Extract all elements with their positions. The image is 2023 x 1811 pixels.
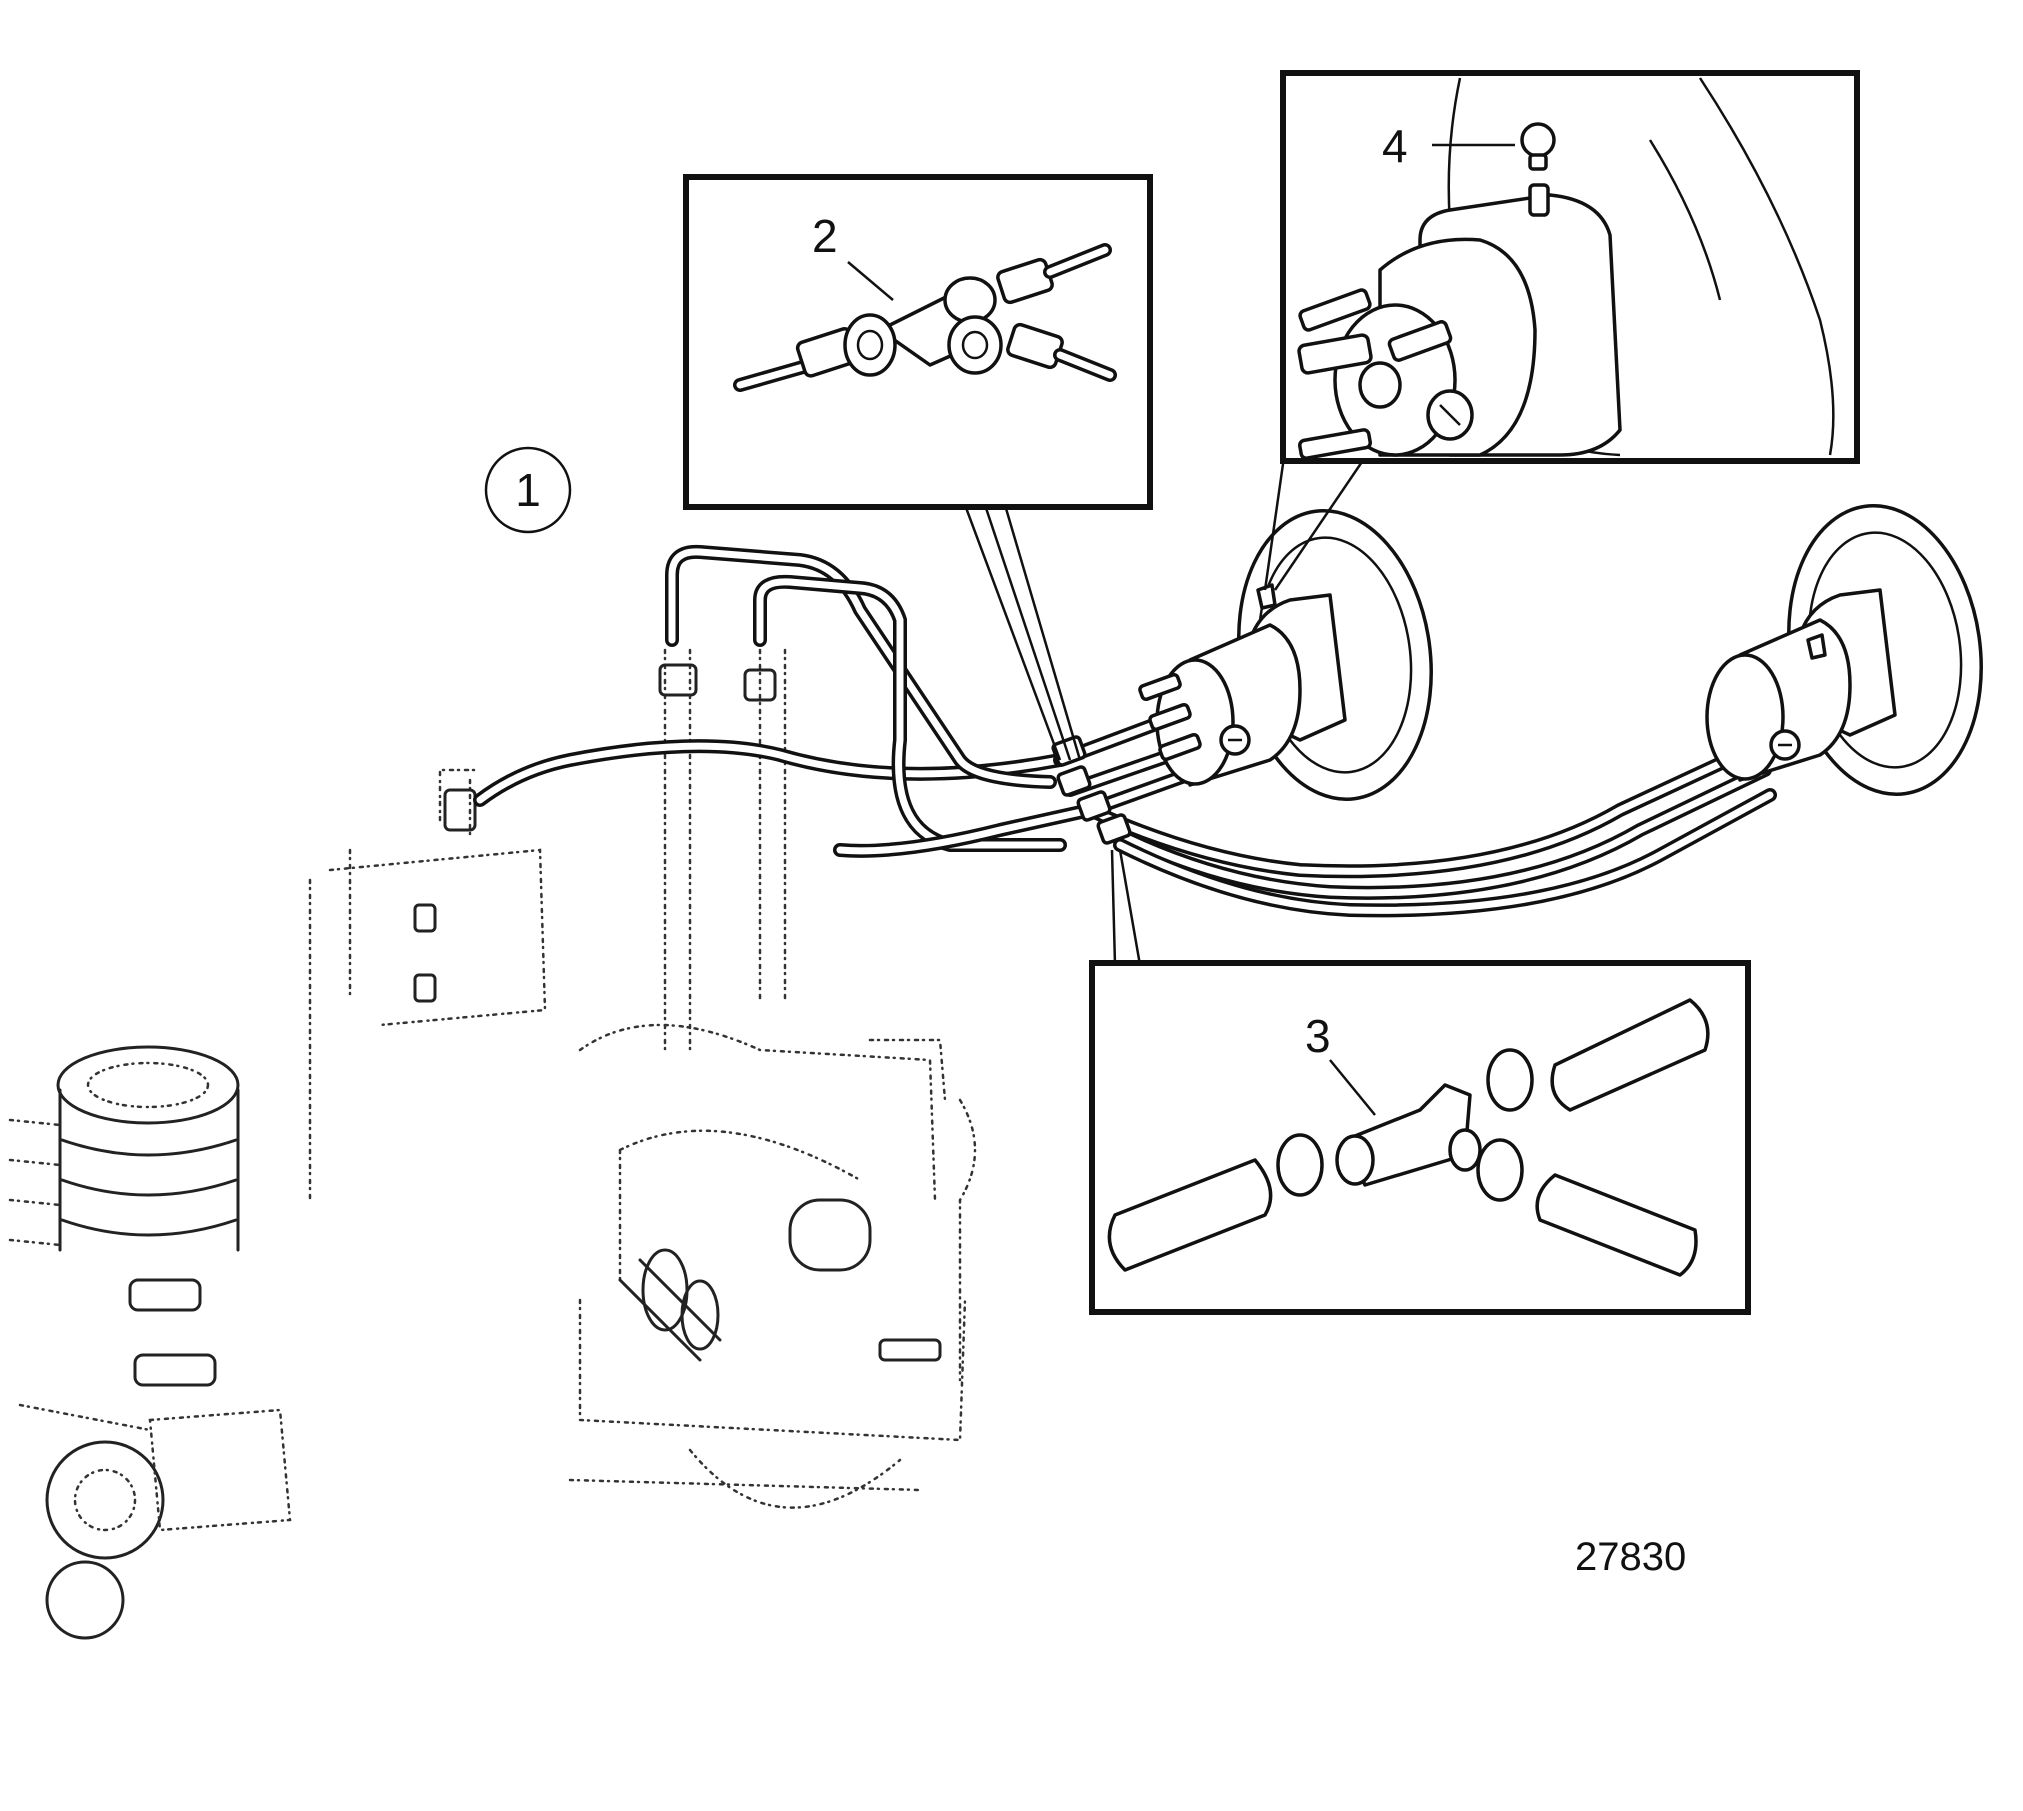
helm-pump-far (1705, 504, 1983, 796)
callout-1: 1 (484, 446, 572, 534)
helm-pump-near (1138, 509, 1433, 801)
inset-compression-tee: 2 (683, 174, 1153, 761)
callout-1-label: 1 (515, 464, 541, 516)
callout-1-circle (484, 446, 572, 534)
hydraulic-hoses (473, 544, 1777, 918)
engine-ghost-drawing (8, 648, 977, 1640)
callout-4-label: 4 (1382, 120, 1408, 172)
figure-number: 27830 (1575, 1535, 1686, 1579)
inset-helm-filler-plug: 4 (1263, 70, 1860, 591)
inset-hose-tee: 3 (1089, 849, 1751, 1315)
callout-3-label: 3 (1305, 1010, 1331, 1062)
callout-2-label: 2 (812, 210, 838, 262)
